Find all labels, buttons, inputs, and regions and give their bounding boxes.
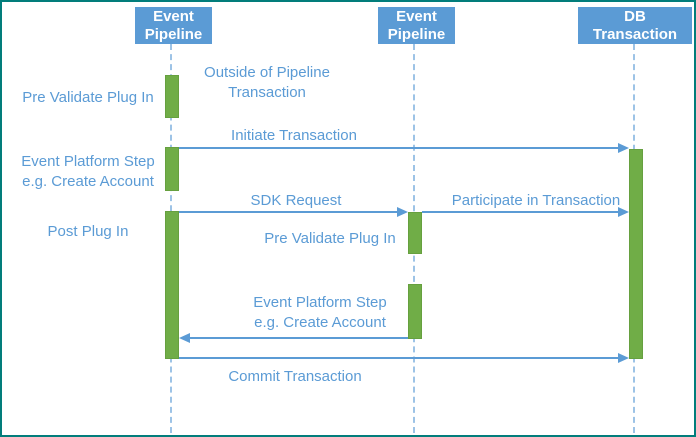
label-sdk-request: SDK Request (250, 192, 342, 209)
label-middle-event-platform-step: Event Platform Step e.g. Create Account (253, 293, 386, 333)
activation-db-transaction (629, 149, 643, 359)
arrow-shaft (179, 211, 398, 213)
actor-label-line: Event (396, 7, 437, 25)
label-participate-in-transaction: Participate in Transaction (451, 192, 621, 209)
actor-label-line: Pipeline (144, 25, 203, 43)
arrowhead-right-icon (618, 143, 629, 153)
actor-header-event-pipeline-left: Event Pipeline (135, 7, 212, 44)
arrow-shaft (179, 147, 619, 149)
actor-header-db-transaction: DB Transaction (578, 7, 692, 44)
label-middle-pre-validate-plug-in: Pre Validate Plug In (264, 230, 396, 247)
activation-left-post-plug-in (165, 211, 179, 359)
activation-middle-platform-step (408, 284, 422, 339)
label-line: e.g. Create Account (254, 314, 386, 331)
label-post-plug-in: Post Plug In (47, 223, 129, 240)
arrow-shaft (179, 357, 619, 359)
label-line: e.g. Create Account (22, 173, 154, 190)
actor-header-event-pipeline-middle: Event Pipeline (378, 7, 455, 44)
activation-middle-pre-validate (408, 212, 422, 254)
arrowhead-left-icon (179, 333, 190, 343)
activation-left-pre-validate (165, 75, 179, 118)
annotation-outside-of-pipeline-transaction: Outside of Pipeline Transaction (204, 63, 330, 103)
arrow-shaft (422, 211, 619, 213)
label-line: Event Platform Step (253, 294, 387, 311)
arrowhead-right-icon (397, 207, 408, 217)
arrowhead-right-icon (618, 207, 629, 217)
label-initiate-transaction: Initiate Transaction (231, 127, 357, 144)
actor-label-line: DB (624, 7, 646, 25)
actor-label-line: Event (153, 7, 194, 25)
activation-left-platform-step (165, 147, 179, 191)
arrow-shaft (190, 337, 408, 339)
label-pre-validate-plug-in: Pre Validate Plug In (22, 89, 154, 106)
label-line: Event Platform Step (21, 153, 155, 170)
arrowhead-right-icon (618, 353, 629, 363)
label-event-platform-step: Event Platform Step e.g. Create Account (8, 152, 168, 192)
annotation-line: Outside of Pipeline (204, 64, 330, 81)
actor-label-line: Pipeline (387, 25, 446, 43)
annotation-line: Transaction (228, 84, 306, 101)
label-commit-transaction: Commit Transaction (228, 368, 362, 385)
actor-label-line: Transaction (592, 25, 678, 43)
